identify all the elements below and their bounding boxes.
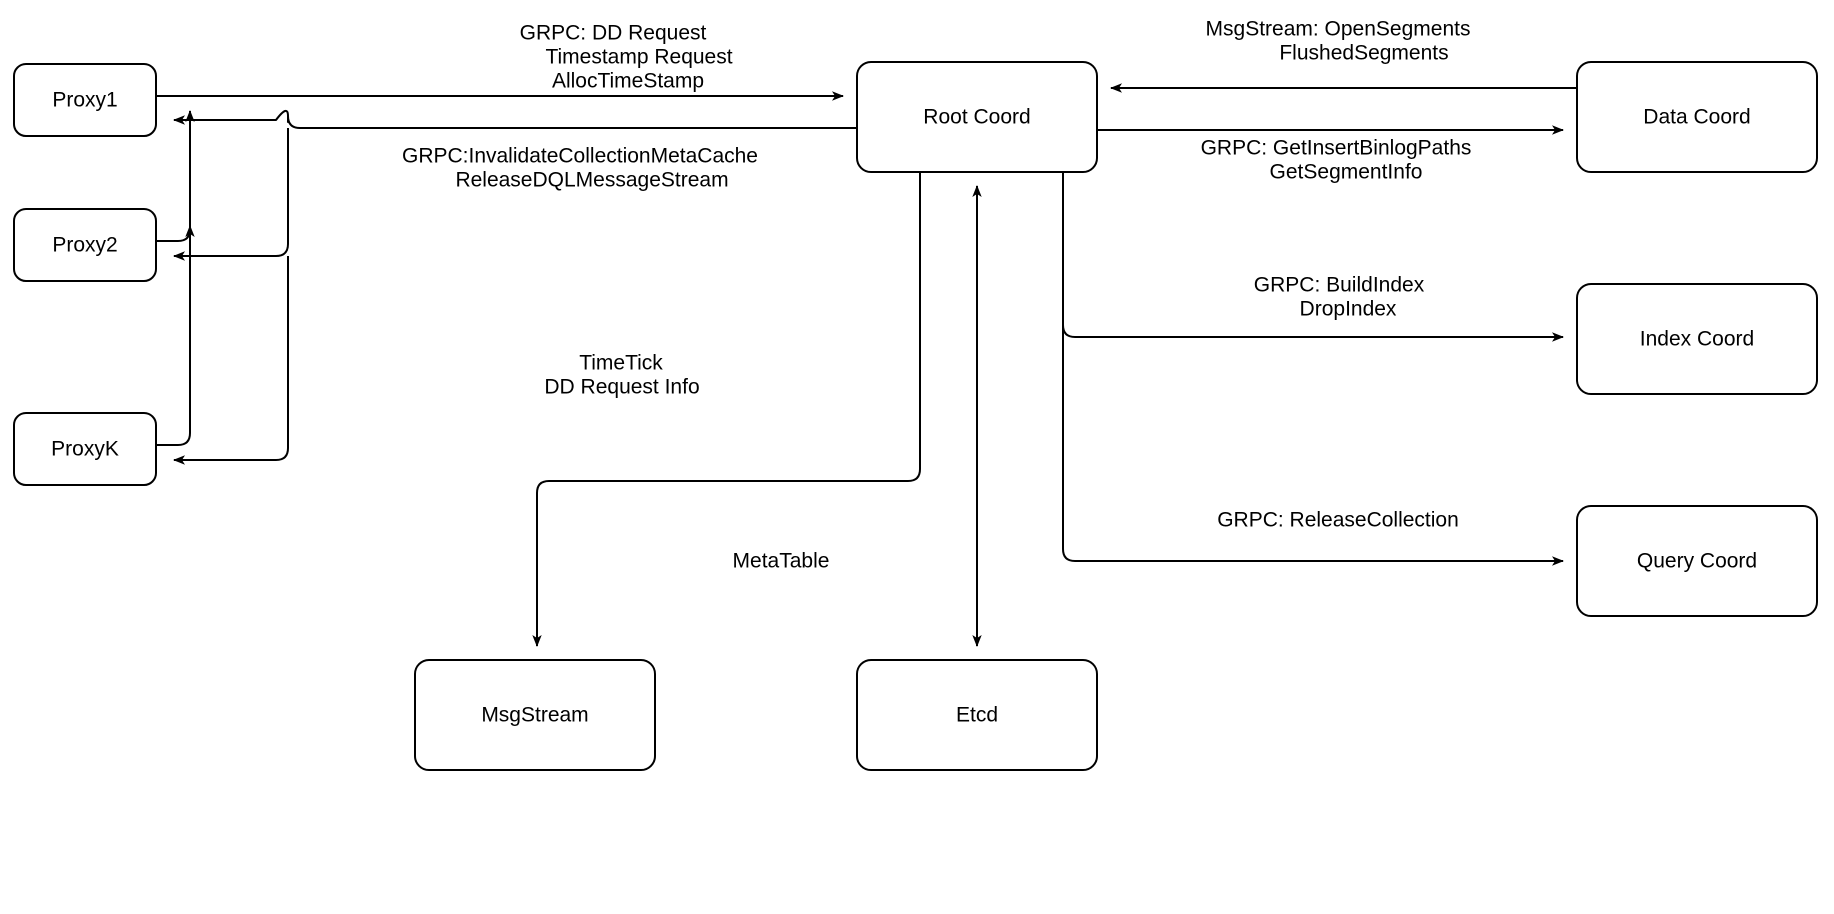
- edge-label-rootcoord-to-querycoord-line1: GRPC: ReleaseCollection: [1217, 509, 1459, 532]
- node-shape-datacoord: [1576, 61, 1818, 173]
- edge-line-proxy2-to-trunk: [156, 110, 195, 242]
- node-shape-proxy2: [13, 208, 157, 282]
- node-msgstream[interactable]: MsgStream: [414, 659, 656, 771]
- edge-label-rootcoord-to-datacoord-line1: GRPC: GetInsertBinlogPaths: [1201, 137, 1472, 160]
- edge-rootcoord-to-proxy1[interactable]: GRPC:InvalidateCollectionMetaCache Relea…: [173, 109, 857, 192]
- node-shape-etcd: [856, 659, 1098, 771]
- node-shape-proxyk: [13, 412, 157, 486]
- edge-rootcoord-to-proxyk[interactable]: [173, 256, 289, 465]
- node-shape-msgstream: [414, 659, 656, 771]
- edge-rootcoord-etcd[interactable]: MetaTable: [733, 185, 982, 647]
- edge-label-datacoord-to-rootcoord-line1: MsgStream: OpenSegments: [1206, 18, 1471, 41]
- edge-line-rootcoord-to-querycoord: [1062, 172, 1564, 566]
- edge-rootcoord-to-datacoord[interactable]: GRPC: GetInsertBinlogPaths GetSegmentInf…: [1097, 125, 1564, 184]
- edge-label-proxy-to-rootcoord-line2: Timestamp Request: [545, 46, 732, 69]
- node-proxy1[interactable]: Proxy1: [13, 63, 157, 137]
- nodes-layer: Proxy1 Proxy2 ProxyK Root Coord Data Coo…: [13, 61, 1818, 771]
- edge-line-rootcoord-to-msgstream: [532, 172, 921, 647]
- node-label-etcd: Etcd: [956, 704, 998, 727]
- edges-layer: GRPC: DD Request Timestamp Request Alloc…: [156, 18, 1577, 647]
- node-proxyk[interactable]: ProxyK: [13, 412, 157, 486]
- edge-rootcoord-to-msgstream[interactable]: TimeTick DD Request Info: [532, 172, 921, 647]
- edge-label-rootcoord-to-datacoord-line2: GetSegmentInfo: [1270, 161, 1423, 184]
- edge-proxy2-to-trunk[interactable]: [156, 110, 195, 242]
- node-label-msgstream: MsgStream: [481, 704, 588, 727]
- node-datacoord[interactable]: Data Coord: [1576, 61, 1818, 173]
- node-label-datacoord: Data Coord: [1643, 106, 1750, 129]
- edge-label-rootcoord-etcd: MetaTable: [733, 550, 830, 573]
- node-rootcoord[interactable]: Root Coord: [856, 61, 1098, 173]
- edge-label-rootcoord-to-indexcoord-line1: GRPC: BuildIndex: [1254, 274, 1425, 297]
- node-label-querycoord: Query Coord: [1637, 550, 1757, 573]
- edge-label-proxy-to-rootcoord-line1: GRPC: DD Request: [520, 22, 707, 45]
- edge-label-rootcoord-to-proxies-line2: ReleaseDQLMessageStream: [455, 169, 728, 192]
- edge-proxyk-to-trunk[interactable]: [156, 225, 195, 446]
- edge-line-rootcoord-to-proxy2: [173, 128, 289, 261]
- node-querycoord[interactable]: Query Coord: [1576, 505, 1818, 617]
- edge-line-rootcoord-to-proxyk: [173, 256, 289, 465]
- edge-rootcoord-to-indexcoord[interactable]: GRPC: BuildIndex DropIndex: [1062, 172, 1564, 342]
- edge-label-rootcoord-to-proxies-line1: GRPC:InvalidateCollectionMetaCache: [402, 145, 758, 168]
- edge-label-datacoord-to-rootcoord-line2: FlushedSegments: [1279, 42, 1448, 65]
- node-label-proxy2: Proxy2: [52, 234, 117, 257]
- node-etcd[interactable]: Etcd: [856, 659, 1098, 771]
- edge-label-rootcoord-to-msgstream-line1: TimeTick: [579, 352, 663, 375]
- edge-rootcoord-to-proxy2[interactable]: [173, 128, 289, 261]
- edge-line-rootcoord-to-proxy1: [173, 109, 857, 129]
- node-indexcoord[interactable]: Index Coord: [1576, 283, 1818, 395]
- node-shape-proxy1: [13, 63, 157, 137]
- node-shape-indexcoord: [1576, 283, 1818, 395]
- edge-label-rootcoord-to-msgstream-line2: DD Request Info: [544, 376, 699, 399]
- node-shape-rootcoord: [856, 61, 1098, 173]
- edge-line-proxyk-to-trunk: [156, 225, 195, 446]
- node-proxy2[interactable]: Proxy2: [13, 208, 157, 282]
- edge-rootcoord-to-querycoord[interactable]: GRPC: ReleaseCollection: [1062, 172, 1564, 566]
- edge-datacoord-to-rootcoord[interactable]: MsgStream: OpenSegments FlushedSegments: [1110, 18, 1577, 93]
- node-label-proxy1: Proxy1: [52, 89, 117, 112]
- edge-proxy-to-rootcoord[interactable]: GRPC: DD Request Timestamp Request Alloc…: [156, 22, 844, 101]
- edge-label-rootcoord-to-indexcoord-line2: DropIndex: [1300, 298, 1397, 321]
- node-label-proxyk: ProxyK: [51, 438, 119, 461]
- node-label-indexcoord: Index Coord: [1640, 328, 1754, 351]
- edge-label-proxy-to-rootcoord-line3: AllocTimeStamp: [552, 70, 704, 93]
- node-label-rootcoord: Root Coord: [923, 106, 1030, 129]
- node-shape-querycoord: [1576, 505, 1818, 617]
